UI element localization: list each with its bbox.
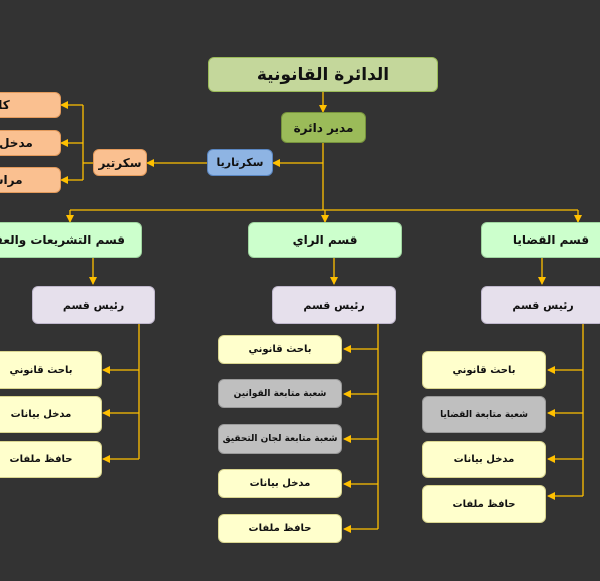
secretariat-box: سكرتاريا xyxy=(207,149,273,176)
legislation-head-box: رئيس قسم xyxy=(32,286,155,324)
section-legislation-box: قسم التشريعات والعقود xyxy=(0,222,142,258)
legislation-data-entry-box: مدخل بيانات xyxy=(0,396,102,433)
opinion-investigation-committees-box: شعبة متابعة لجان التحقيق xyxy=(218,424,342,454)
disputes-head-box: رئيس قسم xyxy=(481,286,600,324)
opinion-laws-followup-box: شعبة متابعة القوانين xyxy=(218,379,342,408)
clerk-data-entry-box: مدخل بيا xyxy=(0,130,61,156)
legislation-researcher-box: باحث قانوني xyxy=(0,351,102,389)
disputes-followup-box: شعبة متابعة القضايا xyxy=(422,396,546,433)
section-disputes-box: قسم القضايا xyxy=(481,222,600,258)
secretary-box: سكرتير xyxy=(93,149,147,176)
disputes-file-keeper-box: حافظ ملفات xyxy=(422,485,546,523)
clerk-courier-box: مراسل xyxy=(0,167,61,193)
disputes-researcher-box: باحث قانوني xyxy=(422,351,546,389)
clerk-writer-box: كاتب xyxy=(0,92,61,118)
opinion-researcher-box: باحث قانوني xyxy=(218,335,342,364)
opinion-file-keeper-box: حافظ ملفات xyxy=(218,514,342,543)
opinion-data-entry-box: مدخل بيانات xyxy=(218,469,342,498)
section-opinion-box: قسم الراي xyxy=(248,222,402,258)
department-manager-box: مدير دائرة xyxy=(281,112,366,143)
opinion-head-box: رئيس قسم xyxy=(272,286,396,324)
legislation-file-keeper-box: حافظ ملفات xyxy=(0,441,102,478)
department-title-box: الدائرة القانونية xyxy=(208,57,438,92)
disputes-data-entry-box: مدخل بيانات xyxy=(422,441,546,478)
